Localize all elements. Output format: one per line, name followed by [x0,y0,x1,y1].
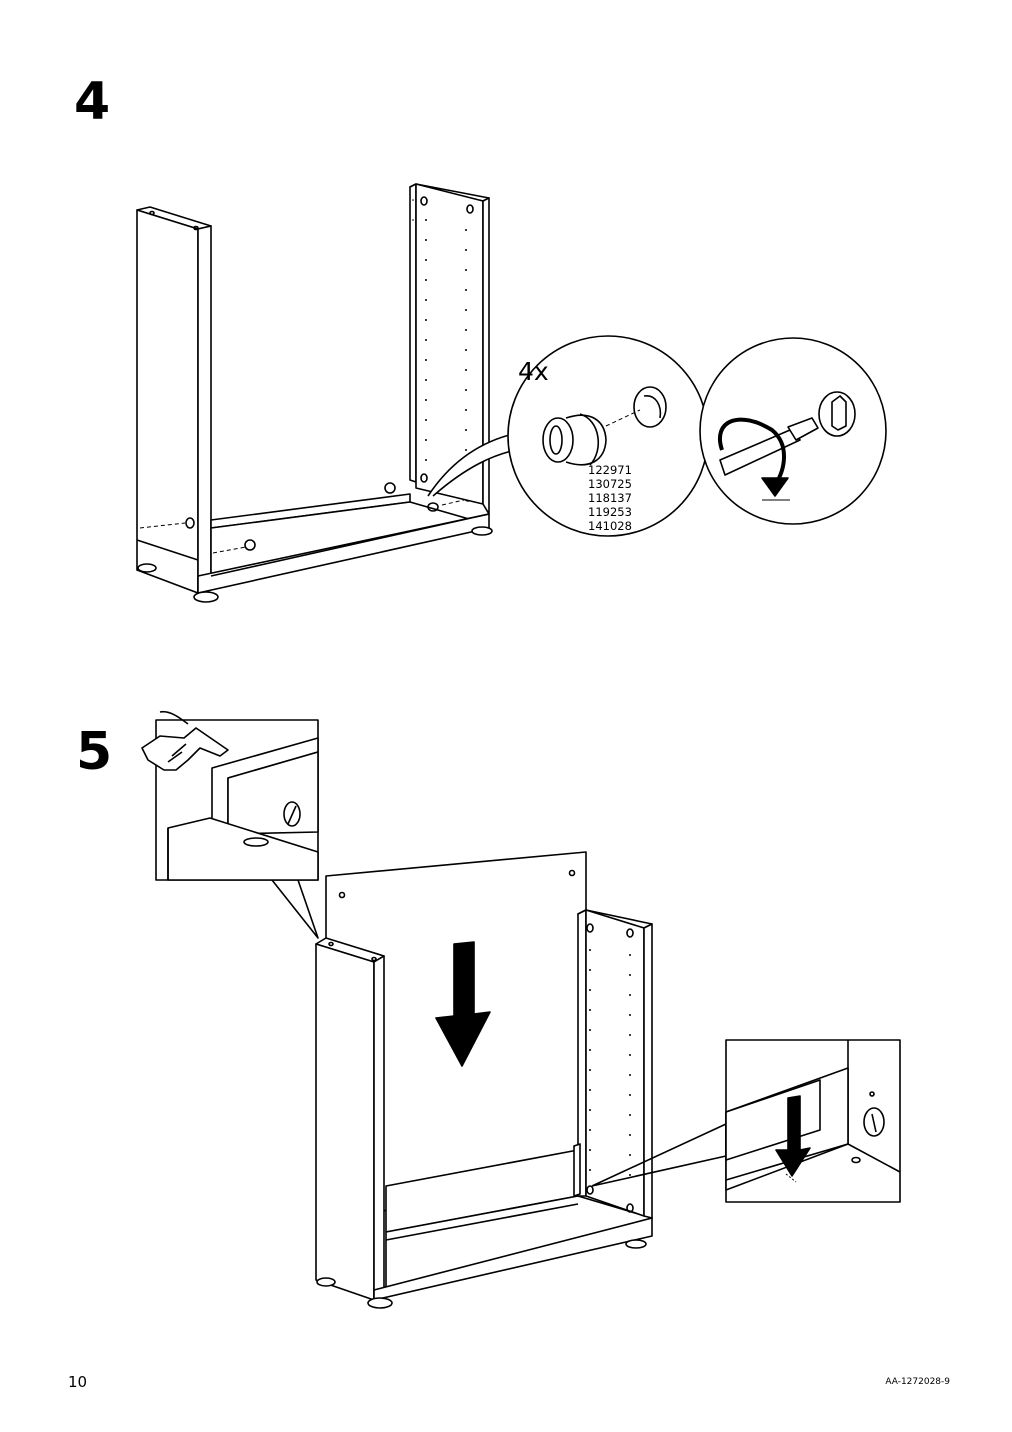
foot [316,1277,336,1287]
detail-circle-screwdriver [699,337,887,525]
document-code: AA-1272028-9 [885,1377,950,1387]
part-number: 119253 [588,505,632,519]
part-number: 130725 [588,477,632,491]
part-number: 122971 [588,463,632,477]
part-number: 141028 [588,519,632,533]
left-side-panel [136,206,212,594]
step-4-illustration [136,183,887,603]
right-side-panel [409,183,490,515]
step-5-number: 5 [76,722,113,782]
detail-box-top [141,710,319,881]
detail-box-right [725,1039,901,1203]
foot [471,526,493,536]
bottom-shelf [373,1149,653,1301]
foot [625,1239,647,1249]
callout-quantity: 4x [518,357,549,386]
foot [193,591,219,603]
foot [137,563,157,573]
page-number: 10 [68,1373,88,1391]
step-4-number: 4 [74,72,111,132]
right-side-panel [573,909,653,1219]
bottom-shelf [197,482,490,594]
part-number-list: 122971 130725 118137 119253 141028 [588,463,632,533]
left-side-panel [315,937,385,1301]
foot [367,1297,393,1309]
part-number: 118137 [588,491,632,505]
